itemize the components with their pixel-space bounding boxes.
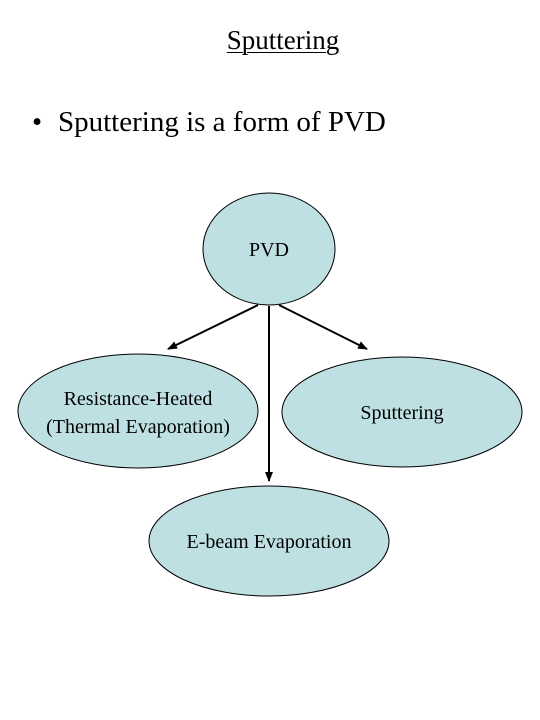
slide-title: Sputtering: [226, 25, 340, 55]
node-pvd: PVD: [202, 192, 336, 306]
node-sputtering-label: Sputtering: [360, 402, 443, 424]
bullet-point: • Sputtering is a form of PVD: [32, 105, 386, 140]
arrow-pvd-to-sputtering: [278, 304, 368, 350]
bullet-text: Sputtering is a form of PVD: [58, 106, 386, 138]
arrow-pvd-to-resistance: [167, 304, 259, 350]
node-resistance-label-line2: (Thermal Evaporation): [46, 416, 230, 438]
node-resistance-heated: Resistance-Heated (Thermal Evaporation): [17, 353, 259, 469]
node-resistance-label-line1: Resistance-Heated: [64, 388, 213, 410]
bullet-icon: •: [32, 106, 43, 138]
node-sputtering: Sputtering: [281, 356, 523, 468]
node-ebeam-label: E-beam Evaporation: [187, 531, 352, 553]
node-pvd-label: PVD: [249, 239, 289, 261]
node-ebeam: E-beam Evaporation: [148, 485, 390, 597]
